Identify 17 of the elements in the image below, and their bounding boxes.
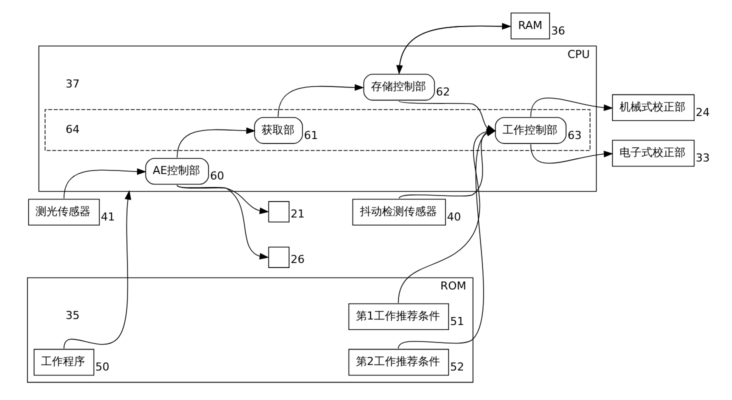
node-label: 40: [446, 210, 461, 224]
node-label: 37: [65, 77, 80, 90]
node-label: 50: [94, 360, 109, 374]
node-label: 52: [450, 360, 464, 374]
node-label: 26: [290, 253, 304, 266]
node-label: 62: [436, 86, 450, 99]
node-label: 63: [567, 128, 582, 142]
node-label: 24: [695, 106, 710, 120]
node-label: 61: [304, 128, 318, 142]
node-label: 41: [100, 210, 114, 224]
node-label: 35: [65, 309, 80, 322]
node-label: 33: [695, 152, 710, 165]
node-label: 51: [450, 315, 464, 328]
node-label: 60: [210, 170, 224, 183]
node-label: 21: [290, 207, 304, 220]
node-label: 64: [65, 122, 80, 136]
node-label: 36: [550, 24, 565, 38]
